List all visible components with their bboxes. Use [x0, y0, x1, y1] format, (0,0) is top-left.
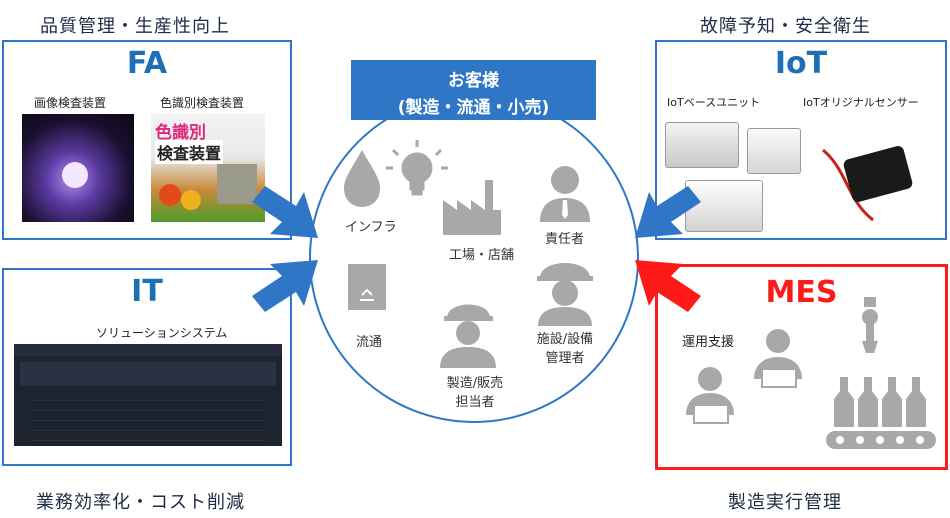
operator-icon-1 [686, 367, 734, 424]
label-manager: 責任者 [545, 232, 585, 247]
caption-quality: 品質管理・生産性向上 [40, 16, 230, 37]
box-icon [348, 264, 386, 310]
manager-icon [540, 166, 590, 222]
label-factory: 工場・店舗 [449, 248, 515, 263]
bottle-icons [834, 377, 926, 427]
fa-title: FA [126, 46, 168, 81]
caption-failure-prediction: 故障予知・安全衛生 [700, 16, 871, 37]
inspection-machine [217, 164, 257, 204]
customer-title: お客様 [448, 71, 499, 91]
conveyor-icon [826, 431, 936, 449]
base-unit-device-3 [685, 180, 763, 232]
base-unit-device-1 [665, 122, 739, 168]
inspection-light [62, 162, 88, 188]
table-row [32, 400, 264, 411]
label-facility-line1: 施設/設備 [536, 332, 594, 347]
base-unit-device-2 [747, 128, 801, 174]
vegetable-pepper [181, 190, 201, 210]
color-inspection-text1: 色識別 [155, 123, 206, 143]
sales-worker-icon [440, 304, 496, 368]
facility-manager-icon [537, 263, 593, 326]
iot-item-base-unit: IoTベースユニット [667, 96, 761, 109]
fa-panel: FA 画像検査装置 色識別検査装置 色識別 検査装置 [2, 40, 292, 240]
color-inspection-text2: 検査装置 [155, 140, 224, 164]
light-bulb-icon [386, 140, 448, 196]
label-infra: インフラ [345, 220, 397, 235]
iot-item-sensor: IoTオリジナルセンサー [803, 96, 919, 109]
operator-icon-2 [754, 329, 802, 388]
robot-arm-icon [862, 297, 878, 353]
iot-panel: IoT IoTベースユニット IoTオリジナルセンサー [655, 40, 947, 240]
image-inspection-photo [22, 114, 134, 222]
arrow-iot-icon [635, 186, 701, 238]
factory-icon [443, 180, 501, 235]
mes-illustration [686, 297, 936, 449]
table-row [32, 420, 264, 431]
iot-title: IoT [774, 46, 828, 81]
fa-item-image-inspection: 画像検査装置 [34, 96, 107, 110]
label-facility: 施設/設備 管理者 [530, 328, 600, 366]
caption-mes: 製造実行管理 [728, 492, 842, 513]
arrow-it-icon [252, 260, 318, 312]
mes-item-operation-support: 運用支援 [682, 335, 735, 350]
arrow-mes-icon [635, 260, 701, 312]
it-title: IT [131, 274, 163, 309]
it-panel: IT ソリューションシステム [2, 268, 292, 466]
sensor-device-icon [822, 146, 913, 222]
screenshot-header [14, 344, 282, 356]
label-sales-line2: 担当者 [455, 395, 495, 410]
table-row [32, 390, 264, 401]
fa-item-color-inspection: 色識別検査装置 [160, 96, 245, 110]
label-sales-line1: 製造/販売 [446, 376, 504, 391]
color-inspection-photo: 色識別 検査装置 [151, 114, 265, 222]
table-row [32, 430, 264, 441]
label-facility-line2: 管理者 [545, 351, 585, 366]
it-item-solution: ソリューションシステム [96, 326, 228, 340]
screenshot-kpi-row [20, 362, 276, 386]
label-distribution: 流通 [356, 335, 383, 350]
customer-box: お客様 (製造・流通・小売) [351, 60, 596, 120]
mes-title: MES [765, 275, 838, 310]
label-sales: 製造/販売 担当者 [440, 372, 510, 410]
table-row [32, 410, 264, 421]
water-drop-icon [344, 150, 380, 207]
customer-subtitle: (製造・流通・小売) [397, 98, 550, 118]
screenshot-footer [14, 446, 282, 460]
vegetable-tomato [159, 184, 181, 206]
mes-panel: MES 運用支援 [655, 264, 948, 470]
caption-efficiency: 業務効率化・コスト削減 [36, 492, 245, 513]
solution-system-screenshot [14, 344, 282, 460]
arrow-fa-icon [252, 186, 318, 238]
